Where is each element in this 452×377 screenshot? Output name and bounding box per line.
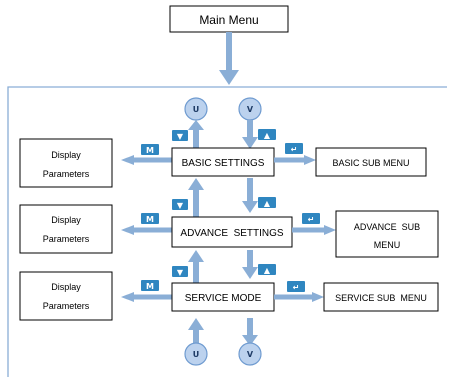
up-arrow-row3-head xyxy=(188,250,204,262)
display-label-row3: Display xyxy=(51,282,81,292)
v-button-bottom xyxy=(238,342,262,366)
down-arrow-row1-shaft xyxy=(247,120,253,137)
up-arrow-row1-head xyxy=(188,120,204,130)
display-label-row1: Display xyxy=(51,150,81,160)
advance-sub-menu-box xyxy=(335,210,439,258)
display-label-row2: Display xyxy=(51,215,81,225)
enter-badge-row3 xyxy=(287,281,305,292)
enter-arrow-row2-shaft xyxy=(292,227,324,233)
down-badge-row3 xyxy=(172,266,188,277)
u-button-bottom-label: U xyxy=(193,350,200,359)
up-arrow-bottom-head xyxy=(188,318,204,330)
parameters-label-row3: Parameters xyxy=(43,301,90,311)
m-arrow-row3-head xyxy=(121,292,134,302)
enter-arrow-row3-head xyxy=(312,292,324,302)
down-badge-row3-glyph: ▼ xyxy=(177,268,184,277)
up-badge-row3-glyph: ▲ xyxy=(264,266,271,275)
advance-sub-menu-label-line1: ADVANCE SUB xyxy=(354,222,420,232)
down-arrow-bottom-head xyxy=(242,335,258,346)
enter-badge-row1 xyxy=(285,143,303,154)
enter-arrow-row2-head xyxy=(324,225,336,235)
main-menu-label: Main Menu xyxy=(199,13,258,27)
up-arrow-row2-shaft xyxy=(193,190,199,217)
enter-badge-row1-glyph: ↵ xyxy=(291,145,298,154)
m-arrow-row1-head xyxy=(121,155,134,165)
down-arrow-bottom-shaft xyxy=(247,318,253,335)
m-arrow-row1-shaft xyxy=(134,157,172,163)
down-arrow-row3-head xyxy=(242,267,258,279)
down-badge-row1 xyxy=(172,130,188,141)
parameters-label-row2: Parameters xyxy=(43,234,90,244)
m-arrow-row2-head xyxy=(121,225,134,235)
up-badge-row2-glyph: ▲ xyxy=(264,199,271,208)
service-sub-menu-box xyxy=(323,282,439,312)
down-badge-row2-glyph: ▼ xyxy=(177,201,184,210)
up-badge-row2 xyxy=(258,197,276,208)
enter-arrow-row3-shaft xyxy=(274,294,312,300)
enter-badge-row3-glyph: ↵ xyxy=(293,283,300,292)
down-badge-row2 xyxy=(172,199,188,210)
up-arrow-row3-shaft xyxy=(193,262,199,284)
display-parameters-box-row1 xyxy=(19,138,113,188)
m-badge-row1-glyph: M xyxy=(146,146,154,155)
enter-arrow-row1-head xyxy=(304,155,316,165)
up-badge-row3 xyxy=(258,264,276,275)
advance-settings-label: ADVANCE SETTINGS xyxy=(180,228,283,239)
down-arrow-row2-shaft xyxy=(247,178,253,201)
service-mode-label: SERVICE MODE xyxy=(185,293,262,304)
enter-badge-row2-glyph: ↵ xyxy=(308,215,315,224)
advance-sub-menu-label-line2: MENU xyxy=(374,240,401,250)
display-parameters-box-row2 xyxy=(19,204,113,254)
advance-settings-box xyxy=(171,216,293,248)
basic-sub-menu-label: BASIC SUB MENU xyxy=(332,158,409,168)
up-arrow-row2-head xyxy=(188,178,204,190)
service-sub-menu-label: SERVICE SUB MENU xyxy=(335,293,427,303)
display-parameters-box-row3 xyxy=(19,271,113,321)
u-button-top-label: U xyxy=(193,105,200,114)
m-arrow-row3-shaft xyxy=(134,294,172,300)
m-badge-row2-glyph: M xyxy=(146,215,154,224)
parameters-label-row1: Parameters xyxy=(43,169,90,179)
up-arrow-bottom-shaft xyxy=(193,330,199,344)
m-badge-row1 xyxy=(141,144,159,155)
u-button-bottom xyxy=(184,342,208,366)
v-button-bottom-label: V xyxy=(247,350,254,359)
m-badge-row3-glyph: M xyxy=(146,282,154,291)
basic-settings-label: BASIC SETTINGS xyxy=(182,158,265,169)
up-badge-row1 xyxy=(258,129,276,140)
down-arrow-row2-head xyxy=(242,201,258,213)
down-arrow-row1-head xyxy=(242,137,258,149)
down-arrow-row3-shaft xyxy=(247,250,253,267)
main-arrow-head xyxy=(219,70,239,85)
service-mode-box xyxy=(171,282,275,312)
v-button-top-label: V xyxy=(247,105,254,114)
main-arrow-shaft xyxy=(226,32,232,72)
menu-panel-border xyxy=(7,86,447,377)
up-arrow-row1-shaft xyxy=(193,130,199,150)
m-badge-row2 xyxy=(141,213,159,224)
m-badge-row3 xyxy=(141,280,159,291)
m-arrow-row2-shaft xyxy=(134,227,172,233)
basic-settings-box xyxy=(171,147,275,177)
down-badge-row1-glyph: ▼ xyxy=(177,132,184,141)
enter-arrow-row1-shaft xyxy=(274,157,304,163)
enter-badge-row2 xyxy=(302,213,320,224)
main-menu-box xyxy=(169,5,289,33)
basic-sub-menu-box xyxy=(315,147,427,177)
up-badge-row1-glyph: ▲ xyxy=(264,131,271,140)
